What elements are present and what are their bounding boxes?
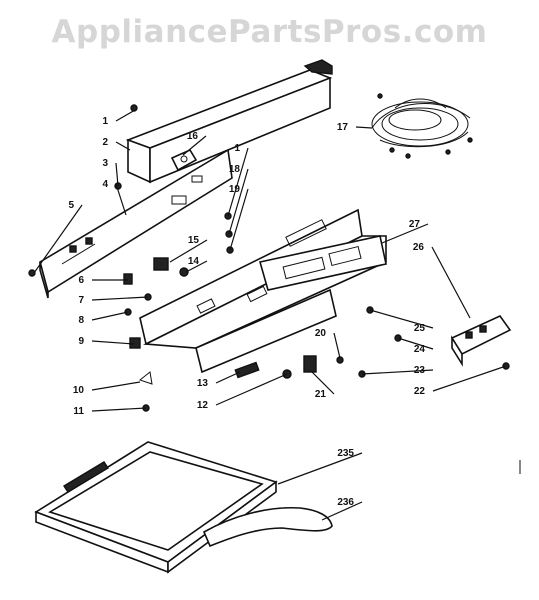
callout-label-13: 13 <box>197 378 209 389</box>
callout-leader-line <box>115 162 119 187</box>
wire-harness <box>371 93 473 159</box>
callout-label-7: 7 <box>78 295 84 306</box>
callout-leader-line <box>361 369 434 375</box>
callout-leader-line <box>91 311 129 321</box>
callout-leader-line <box>229 188 249 251</box>
callout-label-2: 2 <box>102 137 108 148</box>
callout-leader-line <box>355 126 373 129</box>
top-trim-bar <box>125 59 333 184</box>
callout-label-236: 236 <box>337 497 354 508</box>
bracket-part <box>170 148 198 172</box>
callout-leader-line <box>115 109 136 122</box>
callout-label-21: 21 <box>315 389 327 400</box>
callout-leader-line <box>182 135 207 156</box>
callout-leader-line <box>215 371 241 384</box>
callout-leader-line <box>333 332 341 359</box>
callout-label-25: 25 <box>414 323 426 334</box>
callout-leader-line <box>369 309 434 329</box>
callout-leader-line <box>381 223 429 244</box>
callout-label-15: 15 <box>188 235 200 246</box>
callout-label-4: 4 <box>102 179 108 190</box>
callout-labels: 1234516171181927261514678925242320221011… <box>33 109 507 521</box>
callout-label-5: 5 <box>68 200 74 211</box>
callout-leader-line <box>115 183 127 216</box>
callout-label-3: 3 <box>102 158 108 169</box>
overlay-panel <box>258 235 387 291</box>
callout-label-26: 26 <box>413 242 425 253</box>
back-panel <box>39 148 233 299</box>
griddle <box>34 441 278 574</box>
callout-label-12: 12 <box>197 400 209 411</box>
callout-label-235: 235 <box>337 448 354 459</box>
callout-leader-line <box>185 260 208 273</box>
griddle-handle <box>202 506 333 548</box>
front-panel <box>195 288 337 379</box>
callout-label-27: 27 <box>409 219 421 230</box>
callout-label-24: 24 <box>414 344 426 355</box>
callout-leader-line <box>91 407 147 412</box>
callout-leader-line <box>397 337 434 350</box>
callout-label-9: 9 <box>78 336 84 347</box>
callout-leader-line <box>33 204 83 274</box>
callout-leader-line <box>321 501 363 521</box>
callout-leader-line <box>169 239 208 263</box>
callout-leader-line <box>277 452 363 485</box>
callout-leader-line <box>227 147 249 217</box>
callout-label-1: 1 <box>234 143 240 154</box>
callout-label-22: 22 <box>414 386 426 397</box>
callout-leader-line <box>431 246 471 319</box>
callout-leader-line <box>91 381 141 391</box>
callout-label-8: 8 <box>78 315 84 326</box>
callout-label-1: 1 <box>102 116 108 127</box>
callout-label-14: 14 <box>188 256 200 267</box>
callout-label-19: 19 <box>229 184 241 195</box>
callout-leader-line <box>311 371 335 395</box>
callout-label-6: 6 <box>78 275 84 286</box>
callout-leader-line <box>215 373 288 406</box>
callout-label-23: 23 <box>414 365 426 376</box>
callout-label-18: 18 <box>229 164 241 175</box>
callout-label-16: 16 <box>187 131 199 142</box>
callout-leader-line <box>228 168 249 235</box>
callout-label-10: 10 <box>73 385 85 396</box>
callout-leader-line <box>432 365 507 392</box>
callout-leader-line <box>91 296 149 301</box>
callout-label-20: 20 <box>315 328 327 339</box>
switch-assembly <box>450 314 512 367</box>
callout-leader-line <box>91 340 135 345</box>
watermark: AppliancePartsPros.com <box>51 14 488 50</box>
callout-label-17: 17 <box>337 122 349 133</box>
callout-label-11: 11 <box>73 406 84 417</box>
callout-leader-line <box>115 141 131 151</box>
